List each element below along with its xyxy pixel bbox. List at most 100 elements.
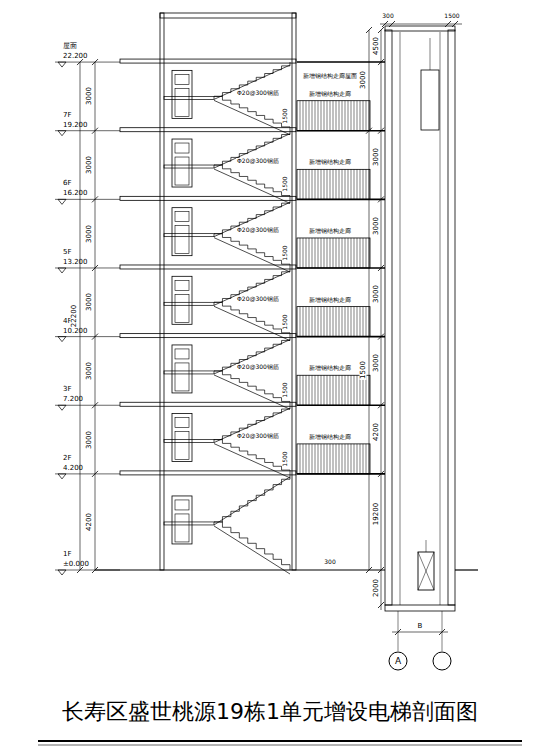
dimension-tick [77,567,83,573]
stair-flight [214,165,290,199]
railing-bar [306,307,307,337]
dimension-tick [439,629,445,635]
railing-bar [315,307,316,337]
note-label: 新增钢结构走廊 [308,228,352,234]
elevator-car [418,552,434,590]
railing-bar [321,169,322,199]
railing-bar [354,169,355,199]
railing-bar [345,169,346,199]
railing-bar [348,238,349,268]
railing-bar [300,101,301,131]
dimension-tick [378,27,384,33]
level-label: 2F [63,454,71,461]
railing-bar [363,101,364,131]
railing-bar [327,307,328,337]
door-panel [175,88,189,116]
floor-slab [120,471,296,475]
level-marker [58,405,66,410]
corridor-slab [297,130,385,132]
rebar-note: Φ20@300钢筋 [236,227,280,233]
door-frame [172,345,192,393]
railing-bar [315,101,316,131]
railing-bar [348,375,349,405]
railing-bar [318,169,319,199]
dimension-tick [378,59,384,65]
dimension-text: 3000 [86,292,93,312]
dimension-text: 3000 [86,155,93,175]
level-label: 屋面 [63,43,77,50]
corridor-slab [297,473,385,475]
stair-soffit [214,202,290,236]
dimension-tick [366,27,372,33]
rebar-note: Φ20@300钢筋 [236,158,280,164]
stair-flight [214,405,290,439]
railing-bar [309,444,310,474]
railing-bar [306,375,307,405]
grid-line [442,611,443,651]
note-label: 新增钢结构走廊屋面 [302,73,358,79]
dimension-tick [378,471,384,477]
railing-bar [351,169,352,199]
level-label: 7F [63,111,71,118]
dimension-tick [382,21,388,27]
railing-bar [345,375,346,405]
railing-bar [309,238,310,268]
railing-bar [342,444,343,474]
railing-bar [333,101,334,131]
corridor-railing [297,444,370,474]
stair-flight [214,371,290,405]
dimension-text: 1500 [282,313,288,330]
railing-bar [318,375,319,405]
dimension-text: 3000 [86,224,93,244]
railing-bar [309,101,310,131]
door-frame [172,276,192,324]
level-label: 5F [63,248,71,255]
stair-soffit [214,271,290,305]
railing-bar [351,444,352,474]
rebar-note: Φ20@300钢筋 [236,296,280,302]
stair-soffit [214,238,290,272]
railing-bar [309,169,310,199]
dimension-text: 2000 [373,578,380,598]
railing-bar [345,444,346,474]
railing-bar [354,238,355,268]
car-rope [426,540,427,552]
level-marker [58,337,66,342]
railing-bar [330,444,331,474]
railing-bar [321,238,322,268]
level-label: 13.200 [63,258,88,265]
dimension-text: 3000 [360,70,367,90]
corridor-railing [297,101,370,131]
stair-soffit [214,100,290,134]
level-label: 4.200 [63,464,83,471]
dimension-text: 1500 [282,244,288,261]
railing-bar [327,238,328,268]
railing-bar [339,169,340,199]
level-label: 3F [63,386,71,393]
stair-flight [214,302,290,336]
stair-wall [160,13,164,570]
railing-bar [327,101,328,131]
grid-bubble [389,652,407,670]
dimension-tick [92,402,98,408]
railing-bar [336,101,337,131]
rebar-note: Φ20@300钢筋 [236,433,280,439]
railing-bar [357,375,358,405]
dimension-text: 4200 [86,512,93,532]
railing-bar [333,307,334,337]
railing-bar [348,444,349,474]
stair-flight [214,474,290,522]
dimension-tick [378,402,384,408]
note-label: 新增钢结构走廊 [308,297,352,303]
car-mark [418,552,434,590]
railing-bar [321,307,322,337]
dimension-tick [92,471,98,477]
dimension-text: 3000 [86,361,93,381]
dimension-line [369,30,370,570]
railing-bar [336,307,337,337]
door-frame [172,208,192,256]
floor-slab [120,402,296,406]
railing-bar [312,444,313,474]
railing-bar [354,444,355,474]
railing-bar [348,101,349,131]
